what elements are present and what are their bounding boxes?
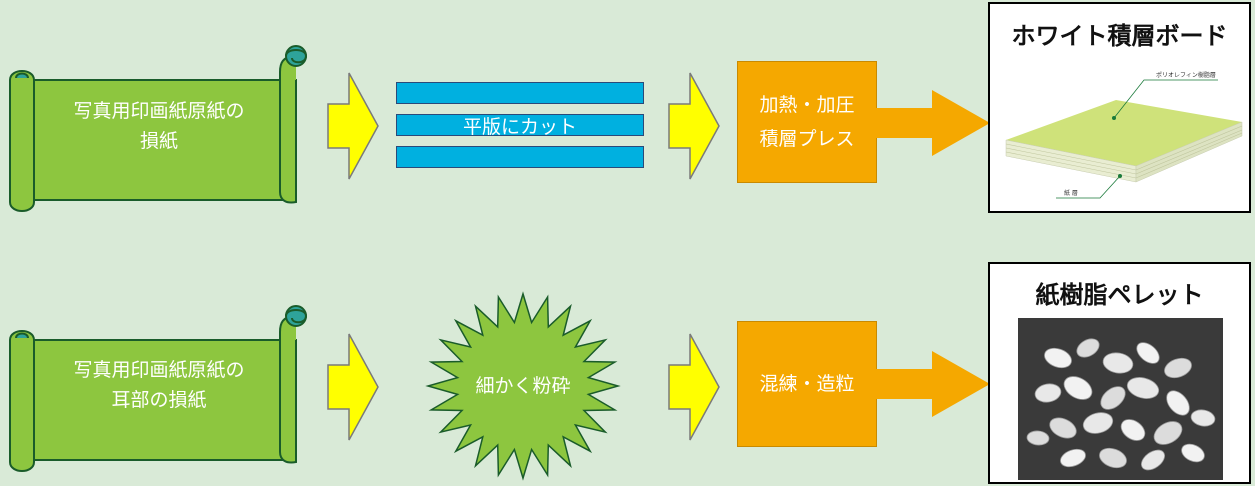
cut-strip-3: [396, 146, 644, 168]
pellet: [1164, 357, 1192, 379]
knead-label: 混練・造粒: [759, 373, 855, 395]
source-scroll-1-text: 写真用印画紙原紙の 損紙: [49, 96, 269, 156]
cut-label: 平版にカット: [462, 116, 577, 138]
pellet: [1141, 449, 1165, 471]
orange-arrow-1: [876, 90, 990, 156]
source-scroll-2-text: 写真用印画紙原紙の 耳部の損紙: [49, 355, 269, 415]
scroll-2-line2: 耳部の損紙: [111, 389, 207, 411]
press-box: 加熱・加圧 積層プレス: [737, 61, 877, 183]
source-scroll-2: [9, 305, 308, 472]
pellet: [1099, 447, 1127, 469]
white-board-title: ホワイト積層ボード: [1011, 22, 1228, 50]
pellet: [1082, 412, 1114, 434]
arrow-2b: [668, 333, 720, 441]
pellet: [1026, 430, 1050, 446]
layer-label-bottom: 紙 層: [1064, 189, 1078, 197]
pellet: [1076, 338, 1100, 358]
arrow-1a: [327, 72, 379, 180]
scroll-1-line1: 写真用印画紙原紙の: [73, 100, 245, 122]
pellet: [1060, 448, 1086, 468]
pellet: [1166, 390, 1190, 416]
press-line1: 加熱・加圧: [759, 94, 855, 116]
pellet: [1044, 347, 1072, 369]
pellet: [1126, 377, 1160, 399]
pellet-panel: 紙樹脂ペレット: [988, 262, 1251, 484]
cut-strip-1: [396, 82, 644, 104]
pellet: [1034, 383, 1062, 403]
scroll-1-line2: 損紙: [139, 130, 178, 152]
white-board-panel: ホワイト積層ボード ポリオレフィン樹脂層 紙 層: [988, 2, 1251, 213]
scroll-2-line1: 写真用印画紙原紙の: [73, 359, 245, 381]
laminated-board-image: ポリオレフィン樹脂層 紙 層: [1005, 71, 1243, 199]
pellet-title: 紙樹脂ペレット: [1035, 281, 1204, 309]
pellet: [1049, 417, 1077, 439]
arrow-1b: [668, 72, 720, 180]
pellet: [1190, 409, 1216, 427]
pellet: [1063, 376, 1093, 400]
pellet: [1100, 386, 1126, 410]
pellet: [1181, 443, 1205, 463]
pellet: [1136, 342, 1160, 364]
pellet-photo: [1018, 318, 1223, 480]
arrow-2a: [327, 333, 379, 441]
layer-label-top: ポリオレフィン樹脂層: [1156, 71, 1216, 79]
cut-strip-2: [396, 114, 644, 136]
press-line2: 積層プレス: [759, 128, 855, 150]
pellet: [1153, 421, 1183, 445]
knead-box: 混練・造粒: [737, 321, 877, 447]
pellet: [1120, 419, 1146, 441]
pellet: [1102, 352, 1134, 374]
crush-starburst: [425, 291, 621, 481]
orange-arrow-2: [876, 351, 990, 417]
crush-label: 細かく粉砕: [475, 375, 571, 397]
source-scroll-1: [9, 45, 308, 212]
